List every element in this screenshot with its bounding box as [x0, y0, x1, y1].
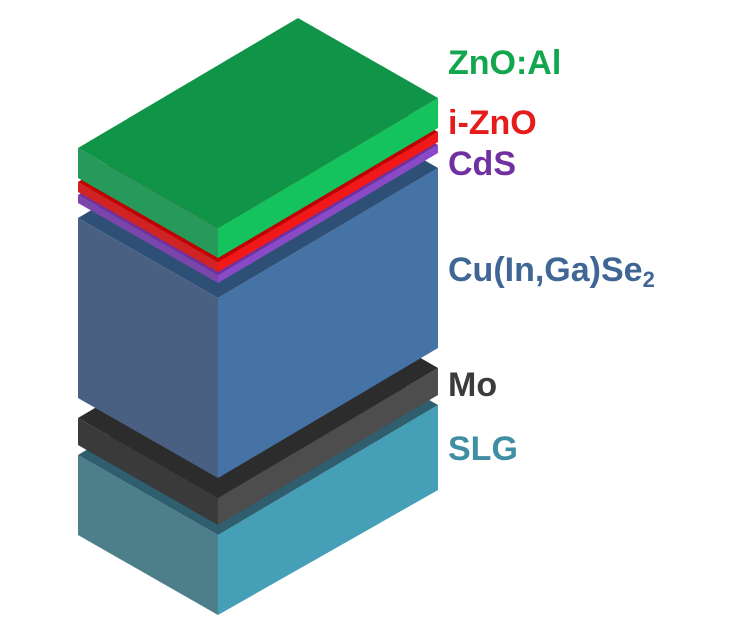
- layer-slg-right-face: [218, 405, 438, 615]
- label-izno: i-ZnO: [448, 104, 537, 142]
- label-cds: CdS: [448, 145, 516, 183]
- layer-zno-al-right-face: [218, 98, 438, 258]
- label-zno-al: ZnO:Al: [448, 44, 562, 82]
- layer-mo-right-face: [218, 368, 438, 525]
- layer-izno-right-face: [218, 132, 438, 272]
- layer-zno-al-top-face: [78, 18, 438, 228]
- layer-slg-left-face: [78, 455, 218, 615]
- label-slg: SLG: [448, 430, 518, 468]
- layer-cds-right-face: [218, 145, 438, 283]
- layer-cds-left-face: [78, 195, 218, 283]
- layer-cigs-left-face: [78, 218, 218, 478]
- layer-zno-al: [78, 18, 438, 258]
- label-cigs-subscript: 2: [642, 267, 655, 292]
- label-mo: Mo: [448, 366, 498, 404]
- layer-zno-al-left-face: [78, 148, 218, 258]
- label-cigs: Cu(In,Ga)Se2: [448, 251, 655, 291]
- layer-izno-left-face: [78, 182, 218, 272]
- layer-mo-left-face: [78, 418, 218, 525]
- layer-cigs-right-face: [218, 168, 438, 478]
- label-cigs-main: Cu(In,Ga)Se: [448, 251, 643, 289]
